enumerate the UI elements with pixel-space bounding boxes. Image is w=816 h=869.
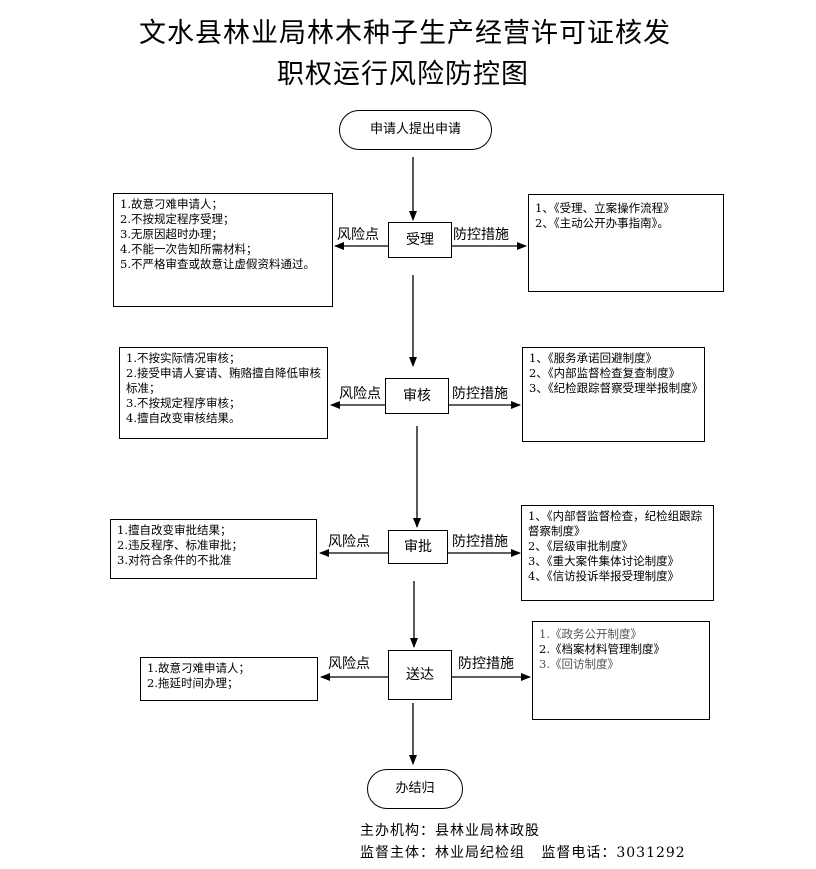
page-subtitle: 职权运行风险防控图: [277, 59, 529, 90]
risk-item: 2.接受申请人宴请、贿赂擅自降低审核标准；: [126, 366, 321, 395]
control-label: 防控措施: [453, 227, 509, 243]
organizer-text: 主办机构：县林业局林政股: [360, 823, 540, 839]
risk-box-approve: 1.擅自改变审批结果； 2.违反程序、标准审批； 3.对符合条件的不批准: [110, 519, 317, 579]
page-title: 文水县林业局林木种子生产经营许可证核发: [139, 18, 671, 49]
control-item: 3、《纪检跟踪督察受理举报制度》: [529, 381, 704, 395]
risk-label: 风险点: [328, 656, 370, 672]
control-item: 2.《档案材料管理制度》: [539, 642, 665, 656]
risk-item: 1.擅自改变审批结果；: [117, 523, 232, 537]
risk-box-review: 1.不按实际情况审核； 2.接受申请人宴请、贿赂擅自降低审核标准； 3.不按规定…: [119, 347, 328, 439]
risk-item: 1.不按实际情况审核；: [126, 351, 241, 365]
control-item: 1.《政务公开制度》: [539, 627, 642, 641]
control-label: 防控措施: [452, 386, 508, 402]
control-box-accept: 1、《受理、立案操作流程》 2、《主动公开办事指南》。: [528, 194, 724, 292]
risk-box-accept: 1.故意刁难申请人； 2.不按规定程序受理； 3.无原因超时办理； 4.不能一次…: [113, 193, 333, 307]
risk-item: 3.不按规定程序审核；: [126, 396, 241, 410]
control-item: 3、《重大案件集体讨论制度》: [528, 554, 680, 568]
step-accept: 受理: [388, 222, 452, 258]
risk-item: 2.违反程序、标准审批；: [117, 538, 243, 552]
control-item: 4、《信访投诉举报受理制度》: [528, 569, 680, 583]
step-approve: 审批: [388, 530, 448, 564]
control-item: 3.《回访制度》: [539, 657, 619, 671]
control-item: 2、《层级审批制度》: [528, 539, 634, 553]
control-box-deliver: 1.《政务公开制度》 2.《档案材料管理制度》 3.《回访制度》: [532, 621, 710, 720]
start-node: 申请人提出申请: [339, 110, 492, 150]
risk-label: 风险点: [328, 534, 370, 550]
control-item: 2、《内部监督检查复查制度》: [529, 366, 681, 380]
risk-item: 5.不严格审查或故意让虚假资料通过。: [120, 257, 315, 271]
supervisor-text: 监督主体：林业局纪检组 监督电话：3031292: [360, 845, 686, 861]
risk-label: 风险点: [337, 227, 379, 243]
risk-item: 4.擅自改变审核结果。: [126, 411, 241, 425]
control-label: 防控措施: [458, 656, 514, 672]
risk-box-deliver: 1.故意刁难申请人； 2.拖延时间办理；: [140, 657, 318, 701]
risk-item: 1.故意刁难申请人；: [120, 197, 223, 211]
control-box-review: 1、《服务承诺回避制度》 2、《内部监督检查复查制度》 3、《纪检跟踪督察受理举…: [522, 347, 705, 442]
step-deliver: 送达: [388, 650, 452, 700]
control-item: 1、《受理、立案操作流程》: [535, 201, 675, 215]
control-item: 2、《主动公开办事指南》。: [535, 216, 669, 230]
risk-label: 风险点: [339, 386, 381, 402]
risk-item: 2.不按规定程序受理；: [120, 212, 235, 226]
risk-item: 1.故意刁难申请人；: [147, 661, 250, 675]
control-box-approve: 1、《内部督监督检查，纪检组跟踪督察制度》 2、《层级审批制度》 3、《重大案件…: [521, 505, 714, 601]
control-item: 1、《服务承诺回避制度》: [529, 351, 658, 365]
risk-item: 4.不能一次告知所需材料；: [120, 242, 258, 256]
control-item: 1、《内部督监督检查，纪检组跟踪督察制度》: [528, 509, 703, 538]
risk-item: 3.对符合条件的不批准: [117, 553, 232, 567]
risk-item: 2.拖延时间办理；: [147, 676, 239, 690]
step-review: 审核: [385, 378, 449, 414]
risk-item: 3.无原因超时办理；: [120, 227, 223, 241]
control-label: 防控措施: [452, 534, 508, 550]
end-node: 办结归: [367, 769, 463, 809]
